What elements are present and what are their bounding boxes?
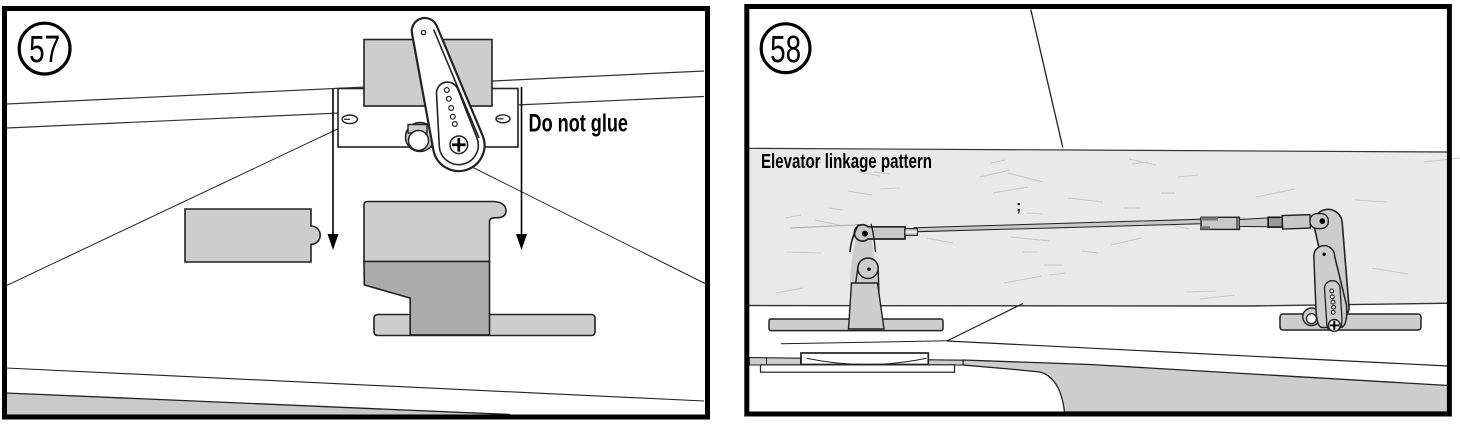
svg-text:58: 58 xyxy=(770,29,801,71)
svg-text:Elevator linkage pattern: Elevator linkage pattern xyxy=(761,151,932,173)
svg-text:57: 57 xyxy=(29,29,60,71)
svg-text:;: ; xyxy=(1016,198,1021,215)
svg-text:Do not glue: Do not glue xyxy=(529,110,629,138)
